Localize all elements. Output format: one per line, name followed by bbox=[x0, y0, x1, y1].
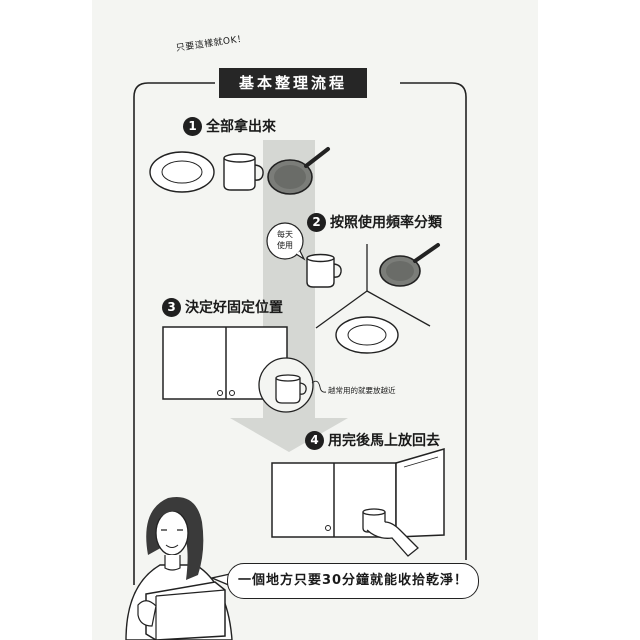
step-2-label: 按照使用頻率分類 bbox=[330, 215, 442, 231]
frying-pan-2-illustration bbox=[379, 243, 440, 287]
flow-frame bbox=[133, 82, 467, 585]
step-1: 1 全部拿出來 bbox=[183, 116, 276, 136]
bottom-speech-bubble: 一個地方只要30分鐘就能收拾乾淨！ bbox=[227, 563, 479, 599]
flow-arrow bbox=[230, 140, 348, 452]
frying-pan-illustration bbox=[267, 147, 330, 195]
mug-illustration bbox=[223, 153, 264, 191]
box-illustration bbox=[137, 581, 226, 640]
plate-2-illustration bbox=[335, 316, 399, 354]
divider-lines bbox=[315, 244, 431, 329]
step-1-number: 1 bbox=[183, 116, 202, 136]
daily-bubble-shape bbox=[266, 222, 306, 261]
step-4-label: 用完後馬上放回去 bbox=[328, 433, 440, 449]
speech-tail bbox=[209, 573, 232, 587]
daily-use-line2: 使用 bbox=[277, 241, 293, 250]
zoom-circle-illustration bbox=[258, 357, 327, 413]
daily-use-line1: 每天 bbox=[277, 230, 293, 239]
step-3: 3 決定好固定位置 bbox=[162, 297, 283, 317]
page-title: 基本整理流程 bbox=[219, 68, 367, 98]
plate-illustration bbox=[149, 151, 215, 193]
step-4: 4 用完後馬上放回去 bbox=[305, 430, 440, 450]
step-1-label: 全部拿出來 bbox=[206, 119, 276, 135]
open-cabinet-illustration bbox=[271, 448, 445, 538]
daily-use-bubble: 每天 使用 bbox=[271, 229, 299, 251]
hand-holding-mug-illustration bbox=[362, 508, 419, 557]
step-2-number: 2 bbox=[307, 212, 326, 232]
step-2: 2 按照使用頻率分類 bbox=[307, 212, 442, 232]
mug-daily-illustration bbox=[306, 253, 342, 288]
step-3-label: 決定好固定位置 bbox=[185, 300, 283, 316]
step-3-number: 3 bbox=[162, 297, 181, 317]
step-4-number: 4 bbox=[305, 430, 324, 450]
cabinet-note: 越常用的就要放越近 bbox=[328, 386, 396, 395]
